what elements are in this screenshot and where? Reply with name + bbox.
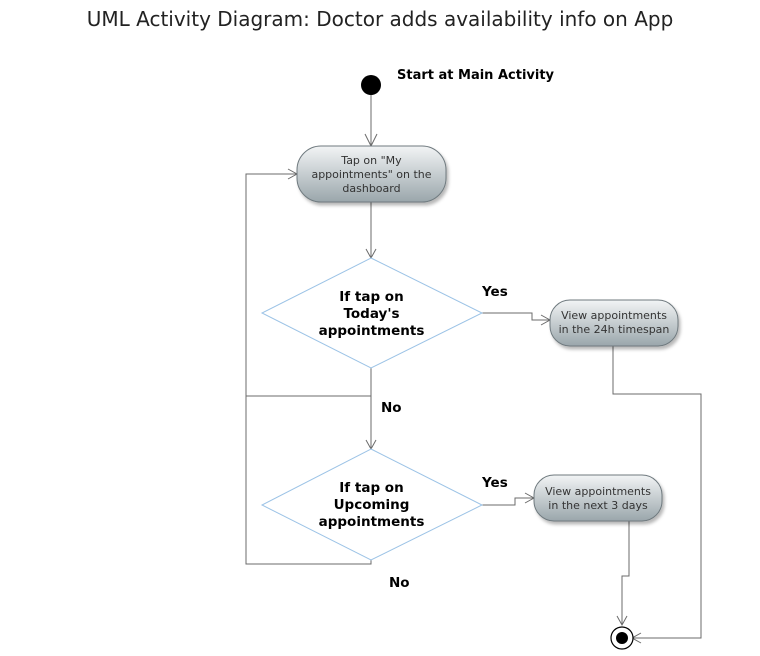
decision-text-line: If tap on bbox=[339, 289, 403, 305]
label-no-upcoming: No bbox=[389, 575, 410, 591]
edge-view3days-to-end bbox=[621, 521, 630, 625]
decision-todays-appointments: If tap on Today's appointments bbox=[260, 257, 484, 369]
arrow-head bbox=[616, 615, 628, 627]
decision-text-line: appointments bbox=[319, 514, 425, 530]
decision-text-line: Today's bbox=[343, 306, 399, 322]
activity-text-line: in the 24h timespan bbox=[559, 323, 670, 336]
label-yes-upcoming: Yes bbox=[481, 475, 508, 491]
activity-text-line: View appointments bbox=[561, 309, 667, 322]
decision-text-line: If tap on bbox=[339, 480, 403, 496]
activity-text-line: appointments" on the bbox=[311, 168, 431, 181]
decision-text-line: appointments bbox=[319, 323, 425, 339]
activity-text-line: Tap on "My bbox=[340, 154, 402, 167]
label-yes-todays: Yes bbox=[481, 284, 508, 300]
activity-view-24h: View appointments in the 24h timespan bbox=[549, 299, 679, 347]
activity-view-3-days: View appointments in the next 3 days bbox=[533, 474, 663, 522]
edge-loop-back-upcoming bbox=[245, 396, 372, 565]
activity-text-line: dashboard bbox=[342, 182, 400, 195]
activity-tap-my-appointments: Tap on "My appointments" on the dashboar… bbox=[296, 145, 447, 203]
diagram-title: UML Activity Diagram: Doctor adds availa… bbox=[87, 7, 674, 31]
edge-upcoming-yes bbox=[482, 497, 534, 506]
decision-text-line: Upcoming bbox=[334, 497, 410, 513]
end-node bbox=[610, 626, 634, 650]
decision-upcoming-appointments: If tap on Upcoming appointments bbox=[260, 448, 484, 561]
label-no-todays: No bbox=[381, 400, 402, 416]
edge-todays-yes bbox=[482, 312, 550, 321]
activity-text-line: View appointments bbox=[545, 485, 651, 498]
edge-view24h-to-end bbox=[612, 346, 702, 639]
edge-loop-back-todays bbox=[245, 173, 371, 397]
activity-text-line: in the next 3 days bbox=[548, 499, 648, 512]
start-node bbox=[361, 75, 381, 95]
start-label: Start at Main Activity bbox=[397, 68, 555, 83]
